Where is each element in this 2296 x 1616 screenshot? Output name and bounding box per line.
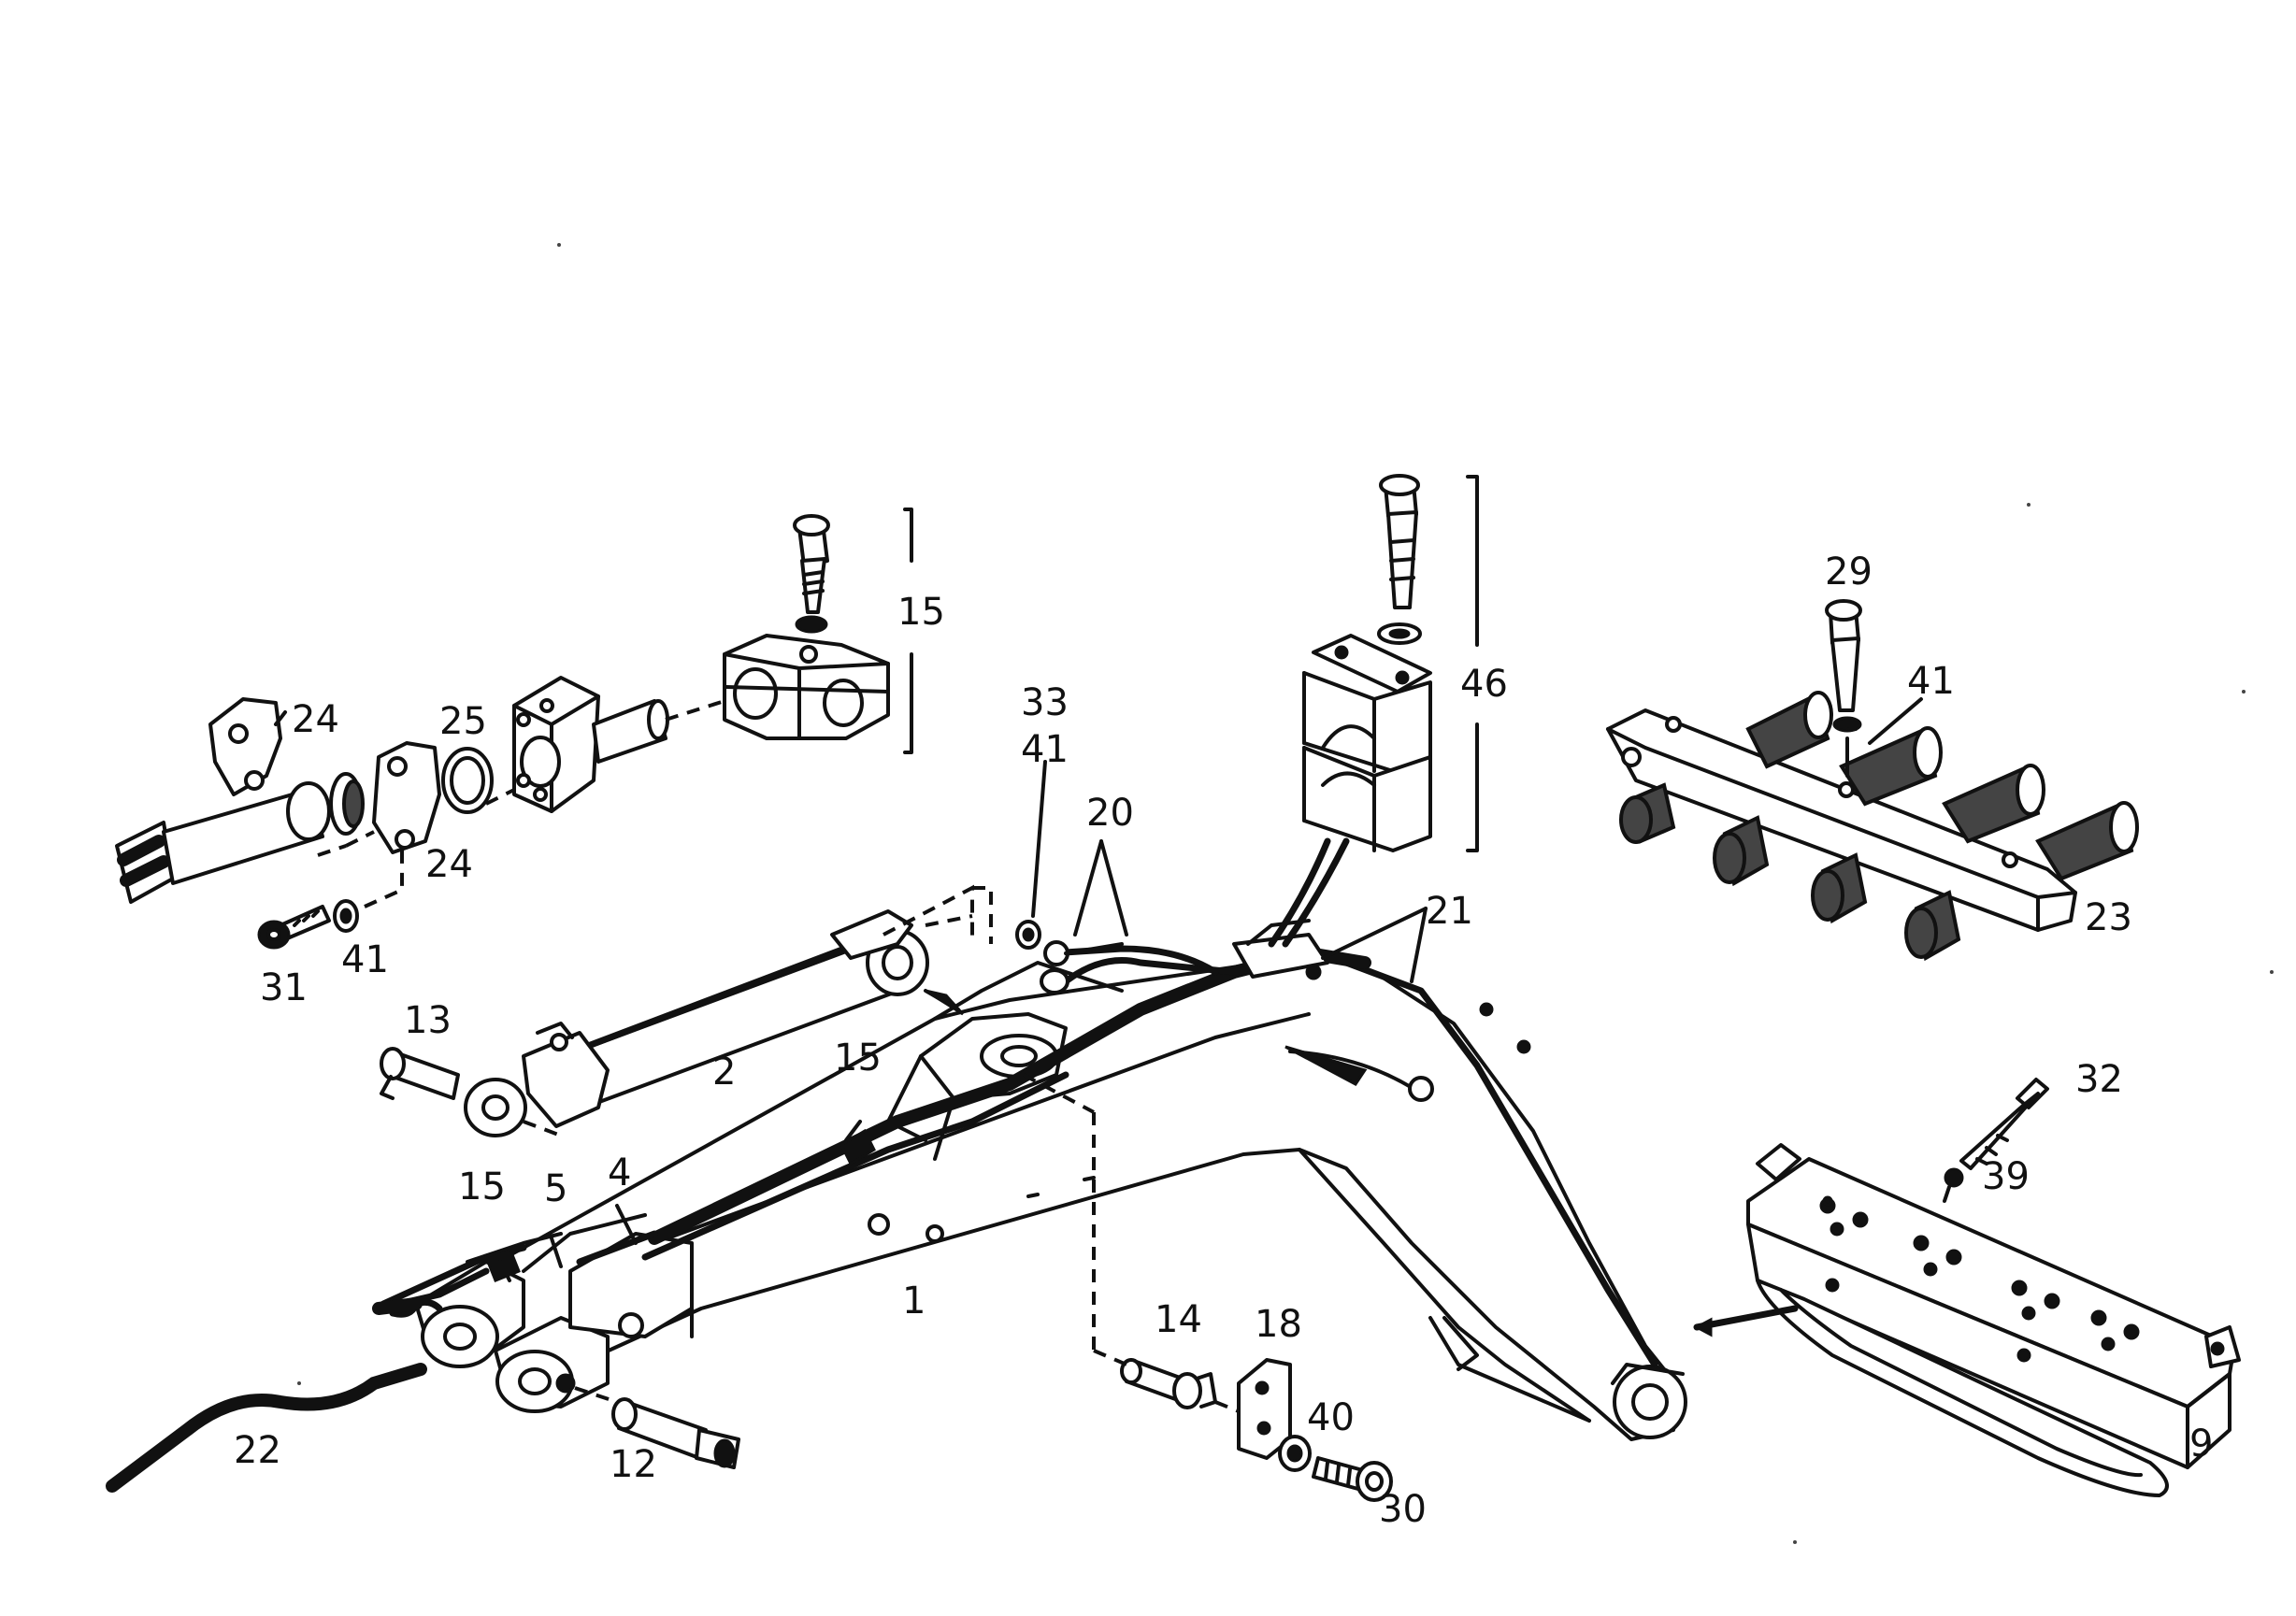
valve-ports — [1819, 1195, 2140, 1363]
callout-4: 4 — [608, 1151, 631, 1194]
valve-pointer-arrow — [1693, 1305, 1799, 1331]
hose-line-lower — [641, 1071, 1069, 1261]
boom-foot-pivots — [414, 1213, 694, 1413]
callout-31: 31 — [260, 966, 308, 1009]
valve-washer-39 — [1944, 1167, 1964, 1188]
pipe-fitting-33 — [1015, 920, 1124, 994]
callout-15-mid: 15 — [834, 1037, 882, 1080]
pin-13 — [380, 1047, 562, 1137]
flange-half-24-top — [208, 697, 282, 796]
rail-tubes-rear — [1745, 691, 2139, 881]
callout-41-fitting: 41 — [1021, 728, 1069, 771]
print-specks — [297, 243, 2274, 1544]
washer-40 — [1278, 1435, 1312, 1472]
callout-24-bottom: 24 — [425, 843, 473, 886]
callout-20: 20 — [1086, 792, 1134, 835]
callout-32: 32 — [2075, 1058, 2123, 1101]
callout-30: 30 — [1379, 1488, 1427, 1531]
valve-bolt-32 — [2016, 1078, 2049, 1109]
leader-lines — [498, 697, 1923, 1282]
callout-labels: 1 2 4 5 9 12 13 14 15 15 15 18 20 21 22 … — [234, 551, 2213, 1531]
cylinder-head — [522, 1031, 610, 1128]
callout-9: 9 — [2189, 1423, 2213, 1466]
control-valve-9 — [1693, 1078, 2241, 1497]
rail-bar — [1606, 708, 2077, 932]
callout-29: 29 — [1825, 551, 1873, 593]
fitting-tube — [162, 788, 324, 885]
callout-46: 46 — [1460, 663, 1508, 706]
callout-21: 21 — [1426, 890, 1473, 933]
clamp-assembly-46 — [1268, 474, 1479, 948]
callout-41-rail: 41 — [1907, 660, 1955, 703]
callout-12: 12 — [610, 1443, 657, 1486]
valve-rail-23 — [1606, 599, 2139, 962]
hose-22 — [106, 1297, 443, 1493]
pin-14 — [1023, 1073, 1217, 1409]
callout-25: 25 — [439, 700, 487, 743]
pin-12 — [555, 1373, 740, 1469]
callout-23: 23 — [2085, 896, 2132, 939]
callout-18: 18 — [1255, 1303, 1302, 1346]
callout-41-bolt: 41 — [341, 938, 389, 981]
callout-1: 1 — [902, 1280, 926, 1323]
callout-39: 39 — [1982, 1155, 2030, 1198]
callout-15-clamp: 15 — [897, 591, 945, 634]
rail-tubes-front — [1619, 782, 1961, 962]
valve-gasket — [1756, 1279, 2169, 1497]
pipe-line-20 — [1062, 957, 1294, 985]
hydraulic-lines — [576, 919, 1531, 1266]
plate-18 — [1214, 1358, 1292, 1460]
callout-40: 40 — [1307, 1396, 1355, 1439]
clamp-washer — [795, 615, 828, 634]
callout-5: 5 — [544, 1167, 567, 1210]
callout-33: 33 — [1021, 681, 1069, 724]
callout-14: 14 — [1155, 1298, 1202, 1341]
callout-2: 2 — [712, 1051, 736, 1094]
callout-22: 22 — [234, 1429, 281, 1472]
boom-cylinder — [464, 884, 993, 1137]
hose-fitting-assembly — [115, 676, 725, 950]
callout-13: 13 — [404, 999, 452, 1042]
callout-15-front: 15 — [458, 1166, 506, 1208]
bolt-30 — [1312, 1456, 1393, 1502]
callout-24-top: 24 — [292, 698, 339, 741]
hose-clamp-15 — [723, 508, 913, 754]
leader-46-to-boom — [1282, 837, 1350, 948]
link-plate-4 — [568, 1232, 694, 1338]
hose-clamp-mid — [839, 1128, 876, 1166]
